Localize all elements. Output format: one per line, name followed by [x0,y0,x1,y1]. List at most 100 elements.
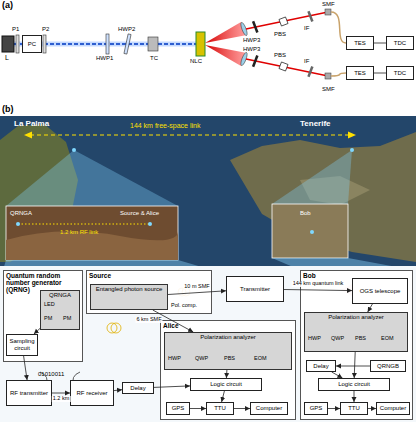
node-text: PC [28,41,36,48]
node-text: Polarization analyzer [305,313,407,321]
part-label: HWP [308,336,321,342]
part-label: TC [150,55,158,61]
part-label: LED [44,302,55,308]
computer-box: Computer [376,402,410,415]
node-text: TTU [214,405,226,412]
part-label: IF [304,25,309,31]
part-label: P1 [12,26,19,32]
telescope-box: OGS telescope [352,278,408,304]
part-label: QWP [195,356,208,362]
sampling-box: Sampling circuit [6,334,38,356]
part-label: Source & Alice [120,210,159,216]
node-text: Transmitter [240,286,270,293]
part-label: QWP [331,336,344,342]
timing-box: TDC [386,66,414,80]
part-label: L [5,54,9,61]
detector-box: TES [346,36,374,50]
qrng-unit: QRNGA [40,290,80,330]
node-text: GPS [310,405,323,412]
part-label: QRNGA [10,210,32,216]
part-label: 1.2 km RF link [60,229,98,235]
part-label: PM [63,316,71,322]
node-text: GPS [172,405,185,412]
part-label: 144 km free-space link [130,122,200,129]
part-label: (a) [2,1,13,10]
computer-box: Computer [250,402,288,415]
analyzer-box: Polarization analyzer [304,312,408,352]
part-label: NLC [190,58,202,64]
analyzer-box: Polarization analyzer [164,332,292,370]
gps-box: GPS [304,402,328,415]
ttu-box: TTU [206,402,234,415]
node-text: TES [354,40,366,47]
node-text: Logic circuit [338,381,370,388]
polarization-controller: PC [22,35,42,53]
part-label: SMF [322,1,335,7]
delay-box: Delay [122,382,154,394]
photon-source: Entangled photon source [90,284,168,310]
node-text: TTU [348,405,360,412]
part-label: HWP3 [243,46,260,52]
edge-label: 6 km SMF [135,317,162,323]
part-label: SMF [322,86,335,92]
node-text: Delay [313,363,328,370]
node-text: Computer [380,405,406,412]
part-label: La Palma [14,120,49,128]
part-label: 01010011 [38,371,64,377]
part-label: Pol. comp. [171,303,197,309]
connector-line [374,73,386,74]
logic-box: Logic circuit [190,378,262,391]
part-label: HWP3 [243,37,260,43]
part-label: EOM [254,356,267,362]
node-text: Sampling circuit [7,338,37,351]
edge-label: 10 m SMF [183,284,210,290]
node-text: OGS telescope [360,288,401,295]
connector-line [374,43,386,44]
node-text: TDC [394,70,406,77]
qrng-box: QRNGB [370,360,406,372]
transmitter-box: Transmitter [226,276,284,302]
node-text: TES [354,70,366,77]
delay-box: Delay [306,360,336,372]
bob-panel: BobOGS telescopePolarization analyzerDel… [300,270,413,420]
part-label: PBS [355,336,366,342]
part-label: IF [304,58,309,64]
node-text: Alice [163,322,293,329]
node-text: Polarization analyzer [165,333,291,341]
part-label: PM [44,316,52,322]
edge-label: 1.2 km [52,396,71,402]
part-label: EOM [381,336,394,342]
rf-transmitter: RF transmitter [6,380,52,406]
edge-label: 144 km quantum link [292,281,345,287]
node-text: Logic circuit [210,381,242,388]
part-label: Bob [300,210,311,216]
node-text: TDC [394,40,406,47]
node-text: Computer [256,405,282,412]
ttu-box: TTU [340,402,368,415]
part-label: PBS [224,356,235,362]
timing-box: TDC [386,36,414,50]
gps-box: GPS [166,402,190,415]
detector-box: TES [346,66,374,80]
node-text: QRNGA [41,291,79,299]
part-label: HWP [168,356,181,362]
logic-box: Logic circuit [318,378,390,391]
node-text: RF transmitter [10,390,48,397]
connector-line [114,389,122,391]
part-label: PBS [274,52,286,58]
node-text: Delay [130,385,145,392]
part-label: P2 [42,26,49,32]
part-label: PBS [274,31,286,37]
part-label: Tenerife [300,120,331,128]
alice-panel: AlicePolarization analyzerLogic circuitG… [160,320,296,420]
node-text: Source [89,272,209,279]
rf-receiver: RF receiver [70,380,114,406]
part-label: HWP1 [96,55,113,61]
node-text: RF receiver [76,390,107,397]
node-text: QRNGB [377,363,399,370]
part-label: HWP2 [118,26,135,32]
connector-line [52,393,70,394]
part-label: (b) [2,105,14,114]
node-text: Entangled photon source [91,285,167,293]
